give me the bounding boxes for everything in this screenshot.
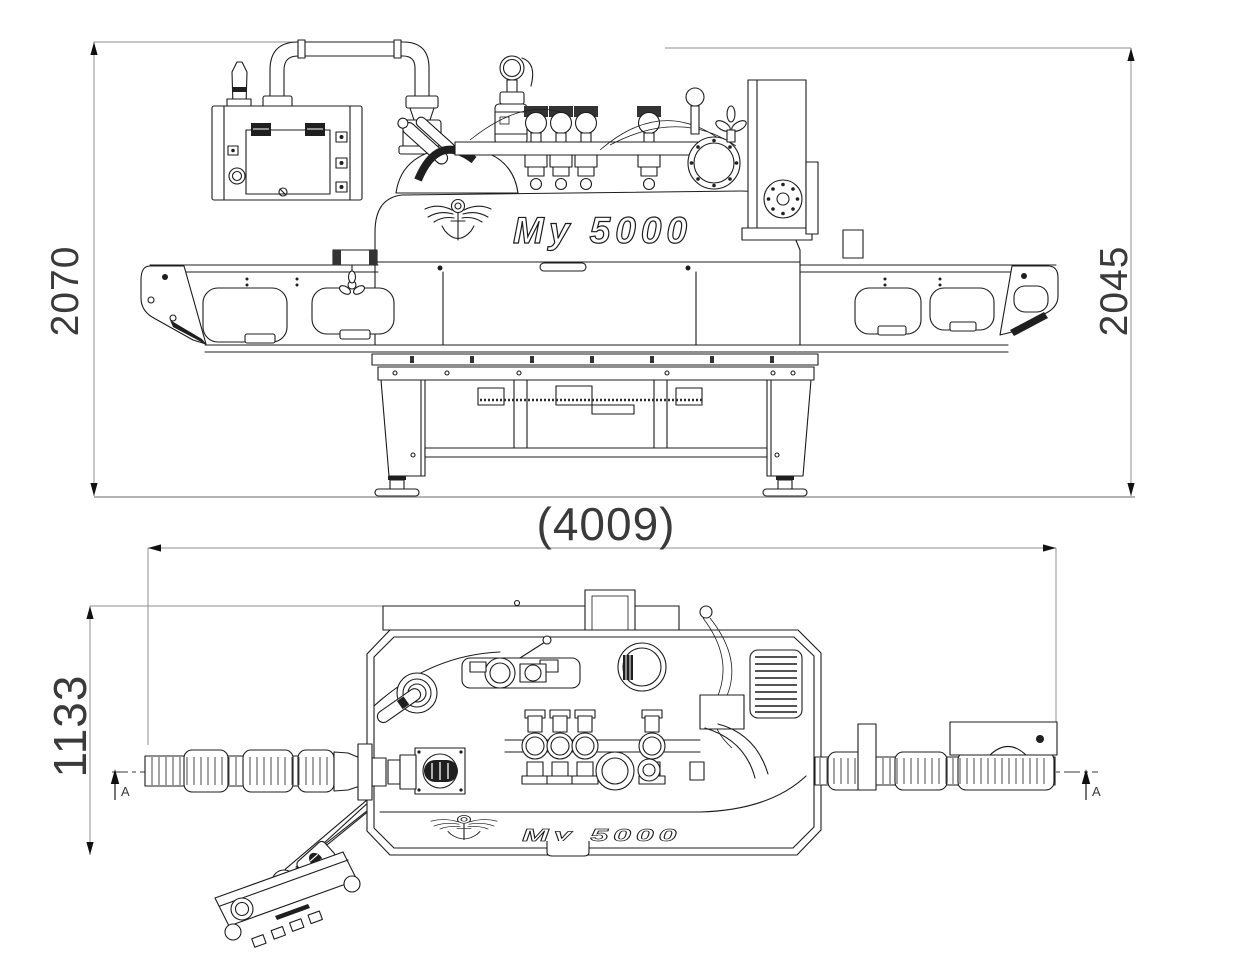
machine-body-side: My 5000 [374, 190, 801, 346]
dim-label-overall-length: (4009) [537, 498, 676, 550]
top-equipment [395, 55, 864, 259]
latch-screw [278, 187, 288, 197]
drive-mechanism [477, 385, 703, 415]
elevator-column [741, 79, 819, 241]
section-marker-right: A [1081, 769, 1101, 800]
dimension-overall-depth: 1133 [44, 605, 383, 855]
junction-box [842, 229, 864, 259]
conveyor-bracket [857, 723, 877, 791]
dim-label-overall-height: 2070 [44, 246, 87, 337]
side-guide-bracket [332, 249, 378, 295]
connector-ports [227, 131, 348, 193]
gear-box-plan [699, 694, 745, 730]
burner-port [376, 672, 438, 724]
section-label-left: A [121, 784, 130, 799]
pendant-knob [230, 897, 254, 921]
leg-left [380, 379, 426, 477]
dimension-overall-height: 2070 [44, 41, 300, 496]
dim-label-body-height: 2045 [1093, 246, 1136, 337]
pendant-panel [214, 851, 361, 948]
outfeed-table [799, 264, 1059, 336]
leveling-foot-left [374, 476, 420, 497]
infeed-conveyor-plan [144, 743, 373, 801]
valve-manifold [454, 141, 706, 156]
section-label-right: A [1092, 784, 1101, 799]
pressure-gauge-1 [499, 55, 534, 105]
discharge-duct [704, 723, 769, 779]
sight-glass [617, 642, 667, 692]
base-frame [204, 344, 1009, 497]
control-panel-door [245, 129, 331, 195]
side-elevation-view: My 5000 [140, 39, 1059, 497]
drive-motor-plan [371, 747, 466, 795]
dimension-overall-length: (4009) [147, 498, 1057, 745]
section-marker-left: A [110, 769, 130, 800]
front-handle [546, 841, 590, 857]
filter-canister [494, 103, 528, 145]
leveling-foot-right [762, 476, 808, 497]
model-logo-plan: My 5000 [522, 826, 681, 845]
outfeed-conveyor-plan [814, 721, 1058, 791]
model-logo-side: My 5000 [513, 210, 692, 251]
guard-plate [949, 721, 1058, 756]
vent-grille [749, 649, 803, 719]
round-connector [228, 167, 246, 185]
filling-valves [524, 106, 661, 191]
plan-view: My 5000 [144, 589, 1058, 948]
handle-slot [539, 262, 587, 272]
leg-right [766, 379, 812, 477]
infeed-table [140, 249, 395, 345]
control-box [211, 61, 363, 201]
pressure-gauge-2 [685, 87, 705, 135]
filling-valves-plan [504, 709, 769, 791]
plan-logo: My 5000 [430, 814, 681, 846]
piping-cluster [461, 635, 581, 689]
dimension-body-height: 2045 [665, 47, 1136, 496]
dim-label-overall-depth: 1133 [44, 675, 96, 778]
antenna-band [232, 87, 247, 92]
